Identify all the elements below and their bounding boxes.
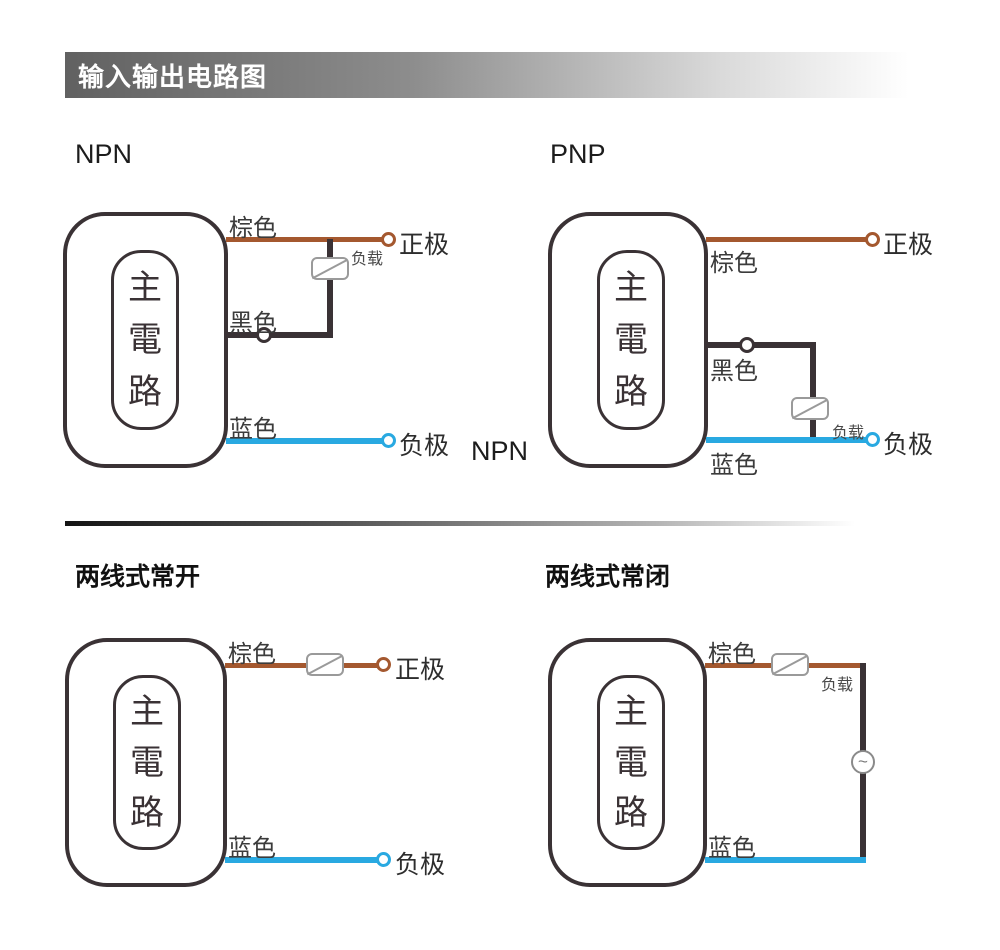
negative-terminal-label: 负极 — [399, 432, 450, 460]
load-symbol — [306, 653, 344, 676]
two-wire-no-diagram: 主電路 棕色 正极 蓝色 负极 — [65, 638, 525, 893]
load-diagonal — [791, 398, 829, 419]
load-symbol — [311, 257, 349, 280]
blue-wire-label: 蓝色 — [228, 835, 276, 862]
black-wire-label: 黑色 — [710, 358, 758, 385]
load-symbol — [791, 397, 829, 420]
main-circuit-inner-box: 主電路 — [111, 250, 179, 430]
pnp-diagram: 主電路 棕色 正极 黑色 负载 蓝色 负极 — [548, 212, 1000, 479]
positive-terminal-ring — [376, 657, 391, 672]
negative-terminal-label: 负极 — [395, 851, 446, 879]
positive-terminal-label: 正极 — [883, 231, 934, 259]
blue-wire-label: 蓝色 — [710, 452, 758, 479]
black-wire-junction — [256, 327, 272, 343]
brown-wire — [706, 237, 872, 242]
ac-source-icon: ~ — [851, 750, 875, 774]
negative-terminal-ring — [381, 433, 396, 448]
load-diagonal — [306, 654, 344, 675]
black-wire — [226, 332, 333, 338]
black-wire-label: 黑色 — [229, 310, 277, 337]
two-wire-nc-diagram: 主電路 棕色 负载 ~ 蓝色 — [548, 638, 1000, 893]
ac-source-symbol: ~ — [858, 751, 868, 771]
load-diagonal — [771, 654, 809, 675]
blue-wire — [705, 857, 866, 863]
brown-wire-label: 棕色 — [710, 250, 758, 277]
load-branch-line — [810, 344, 816, 443]
npn-diagram: 主電路 棕色 正极 负载 黑色 蓝色 负极 — [63, 212, 533, 474]
main-circuit-inner-box: 主電路 — [597, 675, 665, 850]
positive-terminal-label: 正极 — [395, 656, 446, 684]
load-label: 负载 — [832, 425, 865, 442]
two-wire-no-title: 两线式常开 — [75, 563, 201, 591]
main-circuit-inner-box: 主電路 — [113, 675, 181, 850]
positive-terminal-ring — [865, 232, 880, 247]
positive-terminal-ring — [381, 232, 396, 247]
black-wire-junction — [739, 337, 755, 353]
negative-terminal-ring — [376, 852, 391, 867]
negative-terminal-label: 负极 — [883, 431, 934, 459]
blue-wire — [706, 437, 872, 443]
negative-terminal-ring — [865, 432, 880, 447]
blue-wire — [225, 857, 383, 863]
npn-extra-label: NPN — [471, 436, 529, 466]
blue-wire-label: 蓝色 — [708, 835, 756, 862]
load-label: 负载 — [351, 251, 384, 268]
blue-wire — [226, 438, 388, 444]
load-diagonal — [311, 258, 349, 279]
section-header-title: 输入输出电路图 — [78, 61, 268, 92]
brown-wire-label: 棕色 — [229, 215, 277, 242]
section-divider — [65, 521, 855, 526]
load-branch-line — [327, 239, 333, 338]
pnp-title: PNP — [550, 139, 606, 169]
positive-terminal-label: 正极 — [399, 231, 450, 259]
brown-wire — [226, 237, 388, 242]
brown-wire-label: 棕色 — [228, 641, 276, 668]
two-wire-nc-title: 两线式常闭 — [545, 563, 671, 591]
section-header-bar: 输入输出电路图 — [65, 52, 935, 98]
load-symbol — [771, 653, 809, 676]
brown-wire-label: 棕色 — [708, 641, 756, 668]
npn-title: NPN — [75, 139, 133, 169]
brown-wire — [225, 663, 383, 668]
main-circuit-inner-box: 主電路 — [597, 250, 665, 430]
load-label: 负载 — [821, 677, 854, 694]
blue-wire-label: 蓝色 — [229, 416, 277, 443]
black-wire — [706, 342, 816, 348]
